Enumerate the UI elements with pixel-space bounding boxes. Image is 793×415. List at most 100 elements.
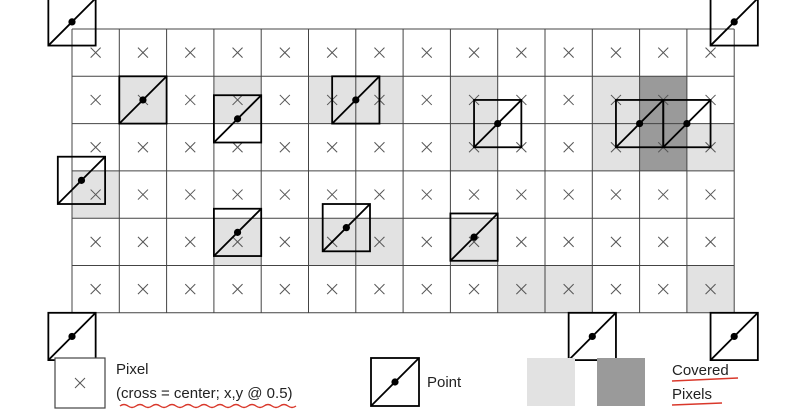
cross-stroke xyxy=(705,236,716,248)
pixel-center-cross-icon xyxy=(657,47,669,59)
cross-stroke xyxy=(705,47,716,59)
cross-stroke xyxy=(184,47,196,59)
pixel-center-cross-icon xyxy=(137,47,149,59)
cross-stroke xyxy=(279,236,291,248)
point-dot xyxy=(470,233,478,241)
point-square xyxy=(567,311,617,361)
cross-stroke xyxy=(374,47,385,59)
pixel-center-cross-icon xyxy=(563,189,575,200)
point-square xyxy=(473,99,523,149)
pixel-center-cross-icon xyxy=(184,236,196,248)
pixel-center-cross-icon xyxy=(90,189,102,200)
pixel-center-cross-icon xyxy=(137,189,149,200)
pixel-center-cross-icon xyxy=(468,283,480,295)
point-square xyxy=(331,75,381,125)
cross-stroke xyxy=(137,47,149,59)
pixel-center-cross-icon xyxy=(184,283,196,295)
cross-stroke xyxy=(184,141,196,153)
cross-stroke xyxy=(468,47,480,59)
point-dot xyxy=(730,18,738,26)
point-marker xyxy=(331,75,381,125)
point-marker xyxy=(47,0,97,47)
pixel-center-cross-icon xyxy=(279,94,291,106)
legend-covered-label-line1: Covered xyxy=(672,362,729,379)
cross-stroke xyxy=(232,47,243,59)
pixel-center-cross-icon xyxy=(515,189,527,200)
pixel-center-cross-icon xyxy=(421,236,433,248)
point-square xyxy=(449,212,499,262)
cross-stroke xyxy=(90,189,102,200)
point-marker xyxy=(709,311,759,361)
pixel-center-cross-icon xyxy=(326,47,338,59)
pixel-center-cross-icon xyxy=(232,283,243,295)
point-dot xyxy=(68,18,76,26)
pixel-center-cross-icon xyxy=(326,283,338,295)
cross-stroke xyxy=(374,236,385,248)
pixel-center-cross-icon xyxy=(184,141,196,153)
pixel-center-cross-icon xyxy=(610,236,622,248)
legend-pixel: Pixel (cross = center; x,y @ 0.5) xyxy=(54,357,297,409)
cross-stroke xyxy=(563,236,575,248)
cross-stroke xyxy=(279,94,291,106)
cross-stroke xyxy=(515,47,527,59)
legend-covered: Covered Pixels xyxy=(527,358,739,406)
pixel-center-cross-icon xyxy=(563,94,575,106)
legend-pixel-underline xyxy=(119,403,297,409)
point-marker xyxy=(473,99,523,149)
pixel-center-cross-icon xyxy=(563,283,575,295)
pixel-center-cross-icon xyxy=(374,189,385,200)
legend-covered-underline-2 xyxy=(671,402,723,406)
cross-stroke xyxy=(563,189,575,200)
cross-stroke xyxy=(90,141,102,153)
pixel-center-cross-icon xyxy=(232,94,243,106)
legend-covered-light-swatch xyxy=(527,358,575,406)
point-dot xyxy=(588,332,596,341)
pixel-center-cross-icon xyxy=(468,47,480,59)
pixel-center-cross-icon xyxy=(90,47,102,59)
pixel-center-cross-icon xyxy=(279,283,291,295)
pixel-center-cross-icon xyxy=(279,236,291,248)
pixel-center-cross-icon xyxy=(657,236,669,248)
cross-stroke xyxy=(374,189,385,200)
pixel-center-cross-icon xyxy=(374,141,385,153)
cross-stroke xyxy=(184,283,196,295)
cross-stroke xyxy=(421,141,433,153)
pixel-center-cross-icon xyxy=(515,47,527,59)
pixel-center-cross-icon xyxy=(610,47,622,59)
cross-stroke xyxy=(184,236,196,248)
pixel-grid xyxy=(71,28,735,314)
pixel-center-cross-icon xyxy=(515,236,527,248)
pixel-center-cross-icon xyxy=(705,47,716,59)
pixel-center-cross-icon xyxy=(137,236,149,248)
pixel-center-cross-icon xyxy=(421,283,433,295)
pixel-center-cross-icon xyxy=(90,94,102,106)
cross-stroke xyxy=(232,94,243,106)
pixel-center-cross-icon xyxy=(468,189,480,200)
point-square xyxy=(662,99,712,149)
pixel-center-cross-icon xyxy=(137,141,149,153)
cross-stroke xyxy=(421,189,433,200)
pixel-center-cross-icon xyxy=(184,189,196,200)
pixel-center-cross-icon xyxy=(90,283,102,295)
cross-stroke xyxy=(563,47,575,59)
cross-stroke xyxy=(657,47,669,59)
cross-stroke xyxy=(421,236,433,248)
cross-stroke xyxy=(657,236,669,248)
cross-stroke xyxy=(232,189,243,200)
pixel-center-cross-icon xyxy=(374,283,385,295)
cross-stroke xyxy=(657,283,669,295)
cross-stroke xyxy=(563,141,575,153)
pixel-center-cross-icon xyxy=(374,47,385,59)
cross-stroke xyxy=(279,189,291,200)
cross-stroke xyxy=(610,189,622,200)
cross-stroke xyxy=(515,189,527,200)
cross-stroke xyxy=(705,283,716,295)
pixel-center-cross-icon xyxy=(421,141,433,153)
point-square xyxy=(321,203,371,253)
cross-stroke xyxy=(374,283,385,295)
point-square xyxy=(56,155,107,205)
pixel-center-cross-icon xyxy=(232,189,243,200)
cross-stroke xyxy=(232,141,243,153)
pixel-center-cross-icon xyxy=(421,94,433,106)
